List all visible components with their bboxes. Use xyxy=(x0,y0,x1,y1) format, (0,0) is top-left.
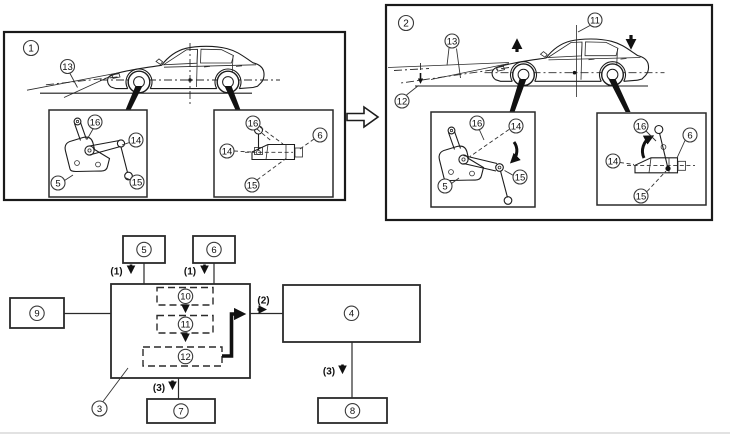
callout-15: 15 xyxy=(247,180,258,191)
rear-wheel-pointer xyxy=(224,86,241,110)
sensor-lever-arm xyxy=(89,139,121,156)
front-wheel-pointer xyxy=(509,79,527,112)
block-7-number: 7 xyxy=(178,406,183,417)
signal-3-left-label: (3) xyxy=(153,383,165,394)
block-9 xyxy=(9,297,65,329)
panel-1: 1 13 16 14 5 xyxy=(2,30,347,202)
callout-14: 14 xyxy=(511,121,522,132)
callout-6: 6 xyxy=(317,130,322,141)
sensor-lever xyxy=(658,132,669,169)
panel-1-rear-sensor-inset: 16 6 14 15 xyxy=(213,109,334,198)
signal-1-rear-label: (1) xyxy=(184,267,196,278)
block-6-number: 6 xyxy=(211,245,216,256)
front-wheel-pointer xyxy=(125,86,143,110)
block-4-number: 4 xyxy=(349,309,354,320)
callout-13: 13 xyxy=(444,33,461,79)
headlight-beam-lines xyxy=(26,72,118,98)
callout-16: 16 xyxy=(248,118,259,129)
signal-3-right-label: (3) xyxy=(323,367,335,378)
callout-13-number: 13 xyxy=(62,62,73,73)
rotation-arrow xyxy=(640,135,655,159)
panel-2-rear-sensor-inset: 16 6 14 15 xyxy=(596,112,707,206)
sensor-link-rod xyxy=(120,146,129,173)
rod-ball-joint xyxy=(124,171,133,181)
callout-5: 5 xyxy=(442,181,447,192)
sensor-input-wires xyxy=(143,263,215,284)
output-elbow-arrow xyxy=(222,307,247,358)
rear-wheel-pointer xyxy=(608,79,631,112)
panel-2-front-sensor-inset: 16 14 5 15 xyxy=(430,111,536,208)
block-11 xyxy=(156,314,214,334)
rotation-arrow xyxy=(509,141,521,164)
block-9-number: 9 xyxy=(34,309,39,320)
panel-1-number: 1 xyxy=(28,43,34,54)
block-8-number: 8 xyxy=(350,406,355,417)
transition-arrow-icon xyxy=(346,105,380,129)
panel-2: 2 11 13 12 xyxy=(384,3,714,222)
block-5-number: 5 xyxy=(141,245,146,256)
callout-11: 11 xyxy=(577,12,603,33)
callout-13-number: 13 xyxy=(447,36,458,47)
callout-15: 15 xyxy=(132,177,143,188)
callout-6: 6 xyxy=(687,130,692,141)
panel-2-number: 2 xyxy=(403,18,409,29)
block-4 xyxy=(282,284,421,343)
headlight-beam-lines xyxy=(387,62,510,84)
callout-14: 14 xyxy=(222,146,233,157)
panel-1-front-sensor-inset: 16 14 5 15 xyxy=(48,109,148,198)
callout-15: 15 xyxy=(636,191,647,202)
callout-12: 12 xyxy=(394,85,419,109)
callout-14: 14 xyxy=(131,135,142,146)
panel-1-label: 1 xyxy=(22,39,40,57)
signal-2-label: (2) xyxy=(257,296,269,307)
callout-16: 16 xyxy=(472,118,483,129)
callout-16: 16 xyxy=(636,121,647,132)
callout-16: 16 xyxy=(90,117,101,128)
lever-ball xyxy=(654,124,664,135)
rod-ball-joint xyxy=(503,196,513,205)
callout-5: 5 xyxy=(55,178,60,189)
signal-1-front-label: (1) xyxy=(110,267,122,278)
callout-12-number: 12 xyxy=(397,96,408,107)
system-block-diagram: 5 6 (1) (1) 10 11 12 9 (2) 4 (3) xyxy=(9,235,421,424)
callout-13: 13 xyxy=(59,58,78,88)
callout-3-number: 3 xyxy=(97,404,102,415)
block-12-number: 12 xyxy=(180,352,191,363)
sensor-link-rod xyxy=(499,170,509,198)
block-10-number: 10 xyxy=(180,292,191,303)
sensor-lever-arm xyxy=(463,154,498,172)
callout-3: 3 xyxy=(91,367,129,417)
panel-2-label: 2 xyxy=(397,14,415,32)
callout-11-number: 11 xyxy=(590,15,600,26)
block-11-number: 11 xyxy=(181,320,191,331)
callout-15: 15 xyxy=(515,172,526,183)
callout-14: 14 xyxy=(608,156,619,167)
